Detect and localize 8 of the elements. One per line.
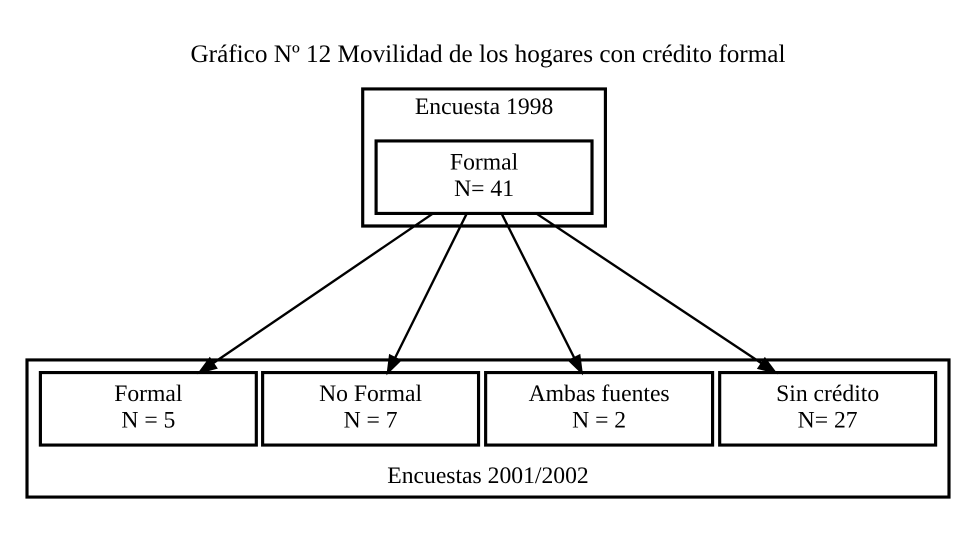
node-box: Formal N= 41 xyxy=(374,138,594,214)
diagram-title: Gráfico Nº 12 Movilidad de los hogares con crédito formal xyxy=(190,40,786,68)
node-box: No Formal N = 7 xyxy=(261,370,480,446)
arrow xyxy=(386,212,468,375)
node-box: Formal N = 5 xyxy=(38,370,258,446)
node-box: Sin crédito N= 27 xyxy=(718,370,938,446)
arrow xyxy=(500,212,584,375)
node-box: Ambas fuentes N = 2 xyxy=(484,370,714,446)
